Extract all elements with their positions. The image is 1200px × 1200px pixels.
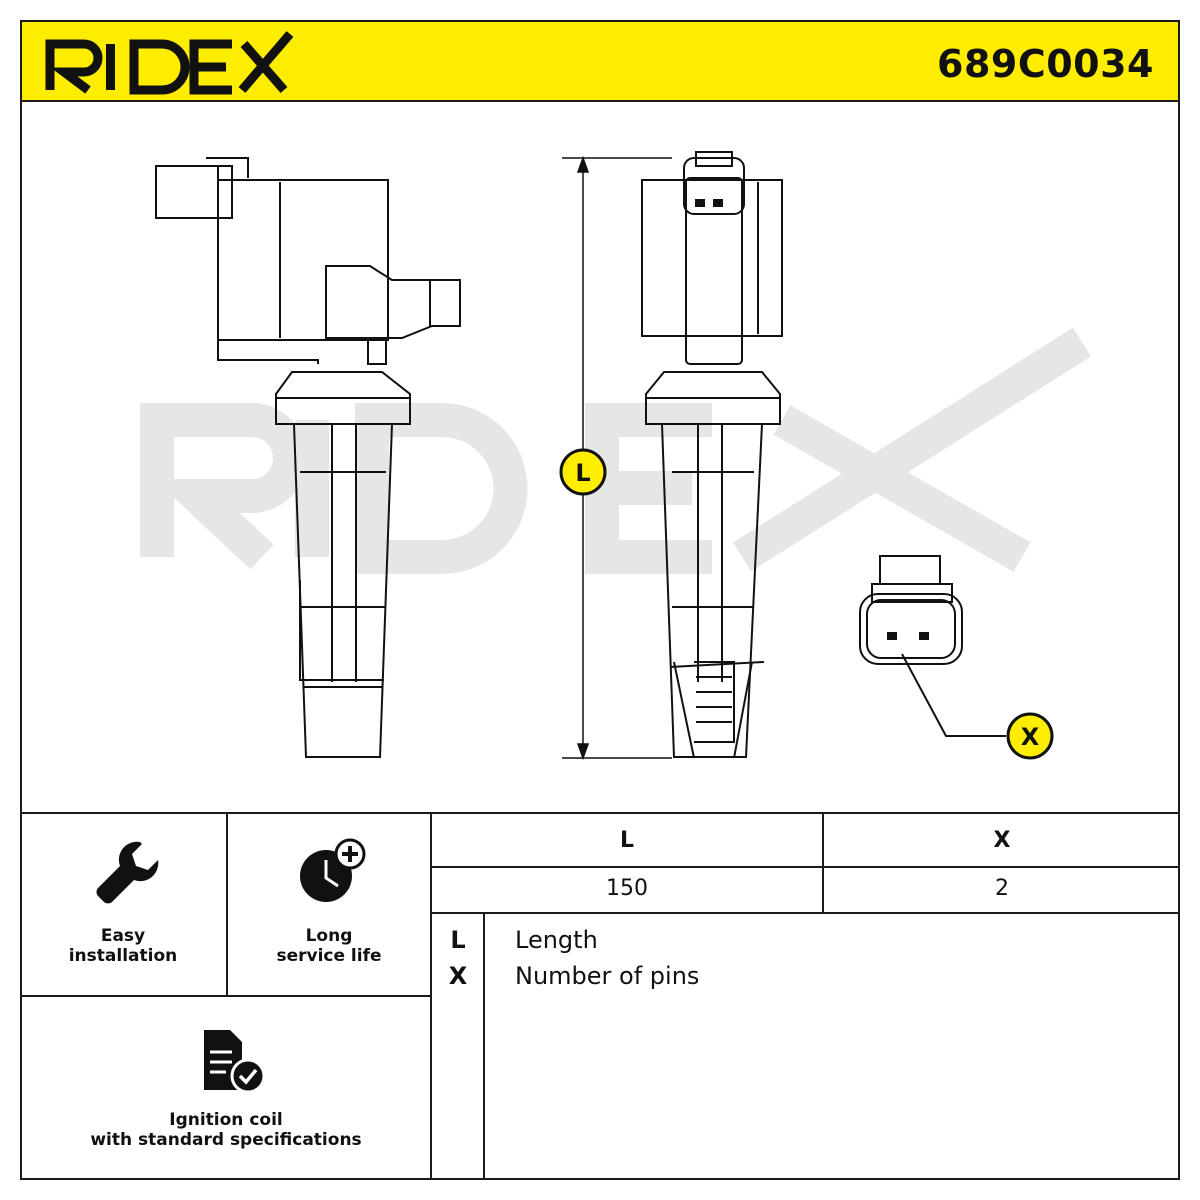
length-badge bbox=[559, 448, 607, 496]
connector-detail bbox=[859, 555, 1006, 737]
drawing-divider bbox=[20, 812, 1180, 814]
feature-label-easy-installation: Easy installation bbox=[68, 926, 178, 966]
coil-front-view bbox=[641, 151, 783, 759]
table-value-pins: 2 bbox=[995, 876, 1009, 901]
legend-desc-length: Length bbox=[515, 926, 598, 954]
length-badge-label: L bbox=[575, 459, 590, 487]
table-bottom-divider bbox=[430, 912, 1180, 914]
document-check-icon bbox=[204, 1030, 266, 1094]
table-header-pins: X bbox=[993, 828, 1011, 853]
coil-side-view bbox=[155, 157, 461, 758]
feature-label-long-service-life: Long service life bbox=[276, 926, 382, 966]
ridex-logo bbox=[45, 31, 294, 95]
table-header-divider bbox=[430, 866, 1180, 868]
part-number: 689C0034 bbox=[937, 42, 1154, 86]
legend-divider bbox=[483, 912, 485, 1180]
technical-drawing: L X bbox=[140, 151, 1092, 761]
wrench-icon bbox=[96, 841, 159, 904]
legend-key-length: L bbox=[450, 926, 466, 954]
ridex-watermark bbox=[140, 327, 1092, 574]
legend-key-pins: X bbox=[448, 962, 468, 990]
header-bar: 689C0034 bbox=[20, 20, 1180, 102]
table-header-length: L bbox=[619, 828, 635, 853]
pins-badge bbox=[1006, 712, 1054, 760]
feature-row-divider bbox=[20, 995, 432, 997]
legend-desc-pins: Number of pins bbox=[515, 962, 700, 990]
pins-badge-label: X bbox=[1021, 723, 1040, 751]
clock-plus-icon bbox=[300, 838, 366, 902]
feature-label-standard-specifications: Ignition coil with standard specificatio… bbox=[90, 1110, 362, 1150]
feature-cell-divider bbox=[226, 812, 228, 996]
table-value-length: 150 bbox=[606, 876, 648, 901]
table-column-divider bbox=[822, 812, 824, 914]
